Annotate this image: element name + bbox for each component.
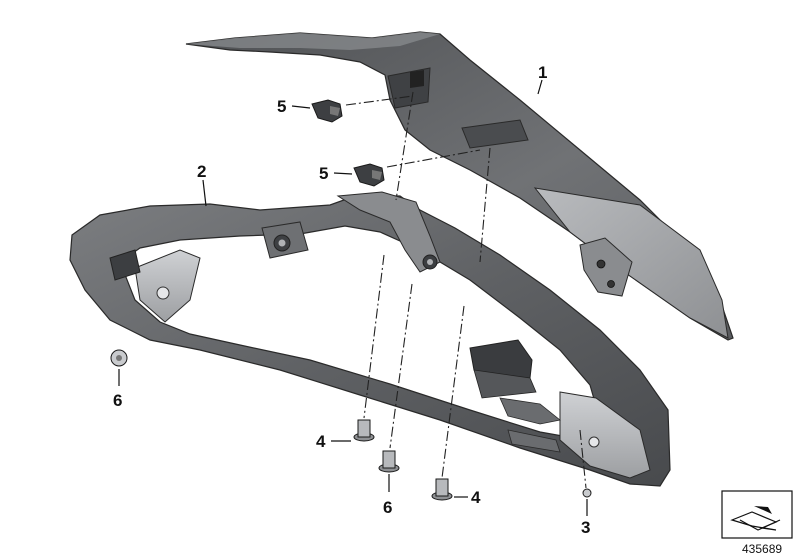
screw-4-left — [353, 419, 375, 442]
screw-6-middle — [378, 450, 400, 473]
reference-number: 435689 — [742, 542, 782, 556]
nut-6-left — [110, 349, 128, 367]
callout-5-lower: 5 — [319, 164, 328, 183]
callout-4-left: 4 — [316, 432, 326, 451]
nut-3-right — [582, 488, 592, 498]
callout-6-left: 6 — [113, 391, 122, 410]
cover-part-1 — [185, 31, 734, 341]
callout-5-upper: 5 — [277, 97, 286, 116]
reference-box — [721, 490, 793, 539]
leader-lines — [118, 79, 588, 516]
screw-4-right — [431, 478, 453, 501]
clip-5-upper — [311, 99, 343, 123]
clip-5-lower — [353, 163, 385, 187]
arrow-icon — [730, 506, 781, 531]
callout-3: 3 — [581, 518, 590, 537]
frame-part-2 — [69, 191, 671, 487]
callout-2: 2 — [197, 162, 206, 181]
callout-4-right: 4 — [471, 488, 481, 507]
callout-6-middle: 6 — [383, 498, 392, 517]
assembly-lines — [345, 91, 587, 489]
callout-1: 1 — [538, 63, 547, 82]
